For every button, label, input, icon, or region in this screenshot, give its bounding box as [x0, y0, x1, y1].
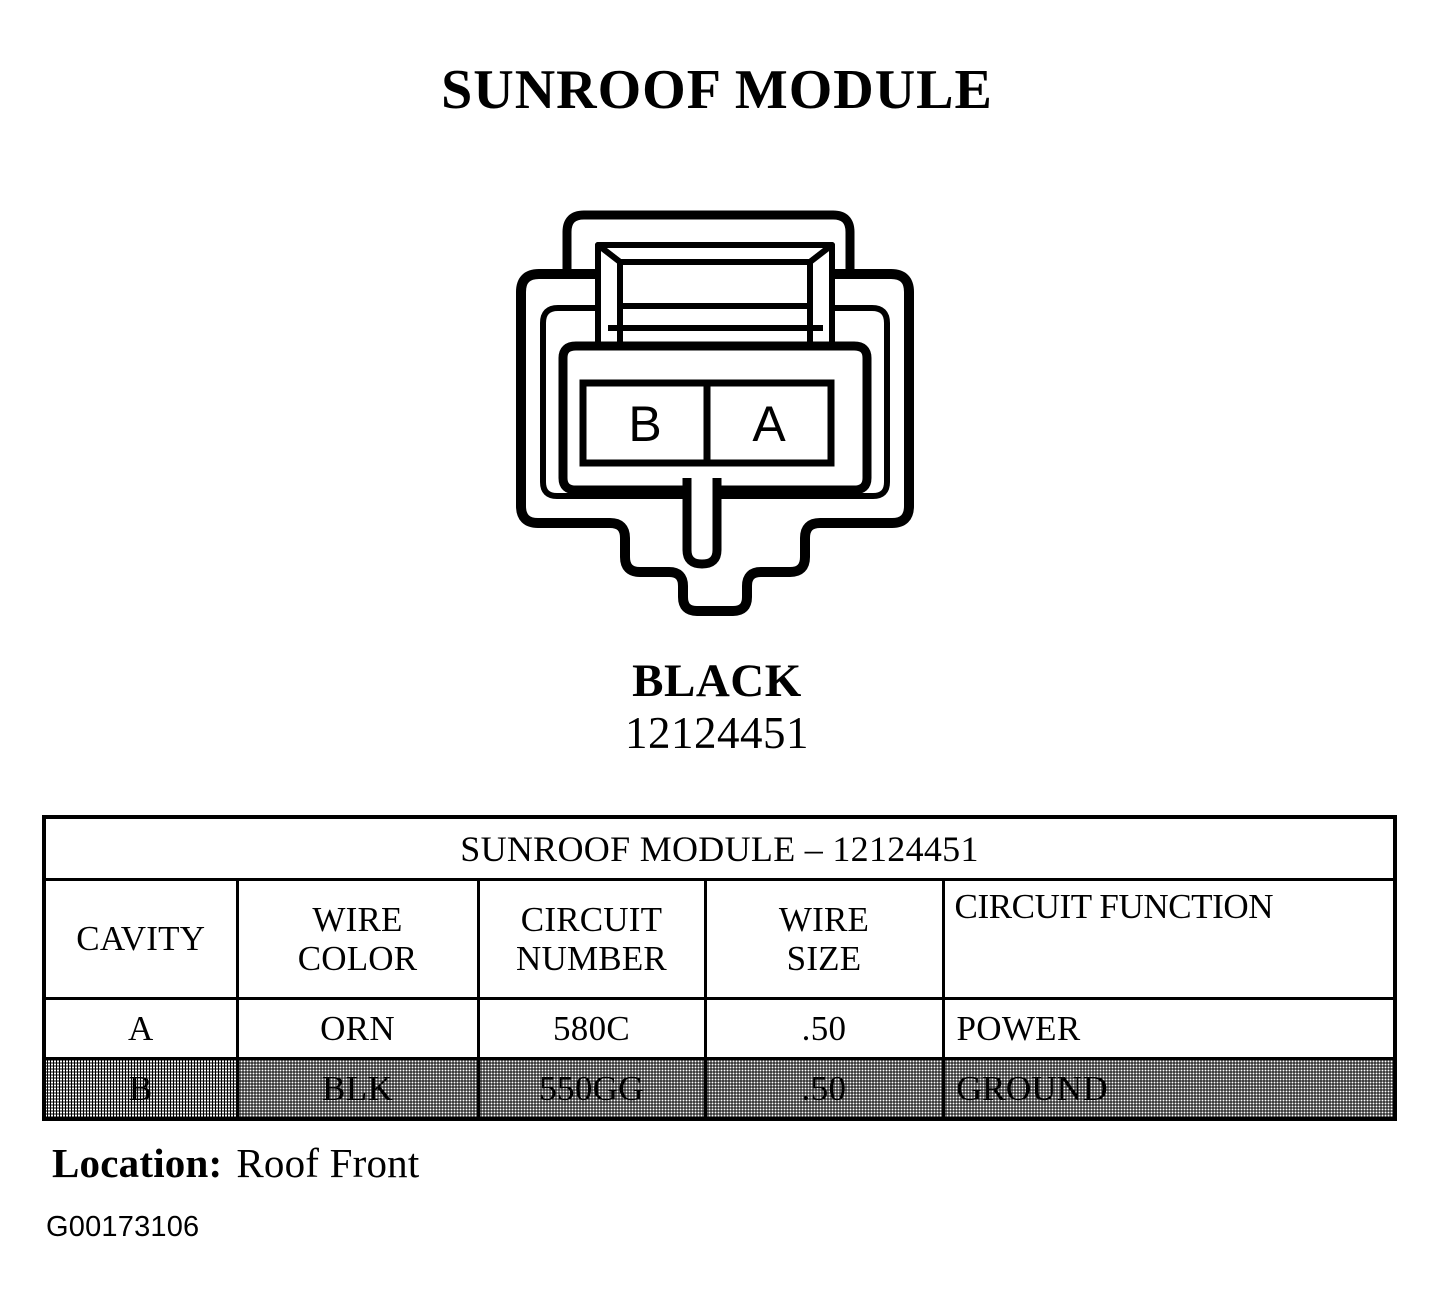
connector-center-slot [682, 478, 722, 569]
connector-latch-left-post [595, 242, 623, 353]
cell-wire-color: BLK [235, 1057, 480, 1121]
column-header-cavity-line1: CAVITY [76, 919, 206, 959]
column-header-wire-color: WIRE COLOR [235, 878, 480, 1000]
column-header-circuit-function-line1: CIRCUIT FUNCTION [954, 887, 1274, 926]
connector-inner-frame [540, 305, 890, 499]
column-header-circuit-number-line1: CIRCUIT [520, 899, 663, 939]
connector-cavity-a [703, 379, 835, 467]
column-header-wire-size: WIRE SIZE [703, 878, 945, 1000]
table-row: B BLK 550GG .50 GROUND [42, 1057, 1397, 1121]
column-header-circuit-number-line2: NUMBER [516, 939, 667, 978]
column-header-wire-color-line1: WIRE [312, 899, 403, 939]
location-value: Roof Front [236, 1140, 420, 1186]
table-row: A ORN 580C .50 POWER [42, 997, 1397, 1060]
figure-id: G00173106 [46, 1211, 200, 1243]
cell-cavity: B [42, 1057, 239, 1121]
location-line: Location: Roof Front [52, 1139, 419, 1187]
column-header-cavity: CAVITY [42, 878, 239, 1000]
connector-latch-right-post [807, 242, 835, 353]
page-title: SUNROOF MODULE [441, 59, 993, 121]
cell-circuit-number-text: 550GG [539, 1068, 644, 1108]
column-header-circuit-function: CIRCUIT FUNCTION [941, 878, 1397, 1000]
pinout-table: SUNROOF MODULE – 12124451 CAVITY WIRE CO… [42, 815, 1398, 1121]
cell-circuit-number: 550GG [476, 1057, 707, 1121]
connector-part-number: 12124451 [625, 707, 809, 758]
cell-cavity: A [42, 997, 239, 1060]
connector-illustration: B A [516, 210, 914, 616]
column-header-circuit-number: CIRCUIT NUMBER [476, 878, 707, 1000]
cell-wire-size: .50 [703, 1057, 945, 1121]
cell-circuit-function: POWER [941, 997, 1397, 1060]
cell-circuit-number: 580C [476, 997, 707, 1060]
cell-cavity-text: B [128, 1068, 153, 1108]
table-title-row: SUNROOF MODULE – 12124451 [42, 815, 1397, 881]
column-header-wire-size-line2: SIZE [786, 939, 862, 978]
cell-wire-size-text: .50 [801, 1068, 847, 1108]
cell-wire-size: .50 [703, 997, 945, 1060]
pinout-table-title: SUNROOF MODULE – 12124451 [42, 815, 1397, 881]
cell-circuit-function-text: GROUND [956, 1068, 1109, 1108]
cavity-label-b: B [628, 396, 661, 452]
connector-diagram: B A [480, 160, 950, 630]
cell-circuit-function: GROUND [941, 1057, 1397, 1121]
column-header-wire-color-line2: COLOR [297, 939, 418, 978]
table-header-row: CAVITY WIRE COLOR CIRCUIT NUMBER WIRE SI… [42, 878, 1397, 1000]
connector-color-name: BLACK [632, 655, 802, 707]
column-header-wire-size-line1: WIRE [778, 899, 870, 939]
cell-wire-color: ORN [235, 997, 480, 1060]
cell-wire-color-text: BLK [322, 1068, 393, 1108]
cavity-label-a: A [752, 396, 786, 452]
location-label: Location: [52, 1140, 223, 1186]
connector-caption: BLACK 12124451 [0, 655, 1434, 758]
pinout-table-container: SUNROOF MODULE – 12124451 CAVITY WIRE CO… [42, 815, 1398, 1121]
